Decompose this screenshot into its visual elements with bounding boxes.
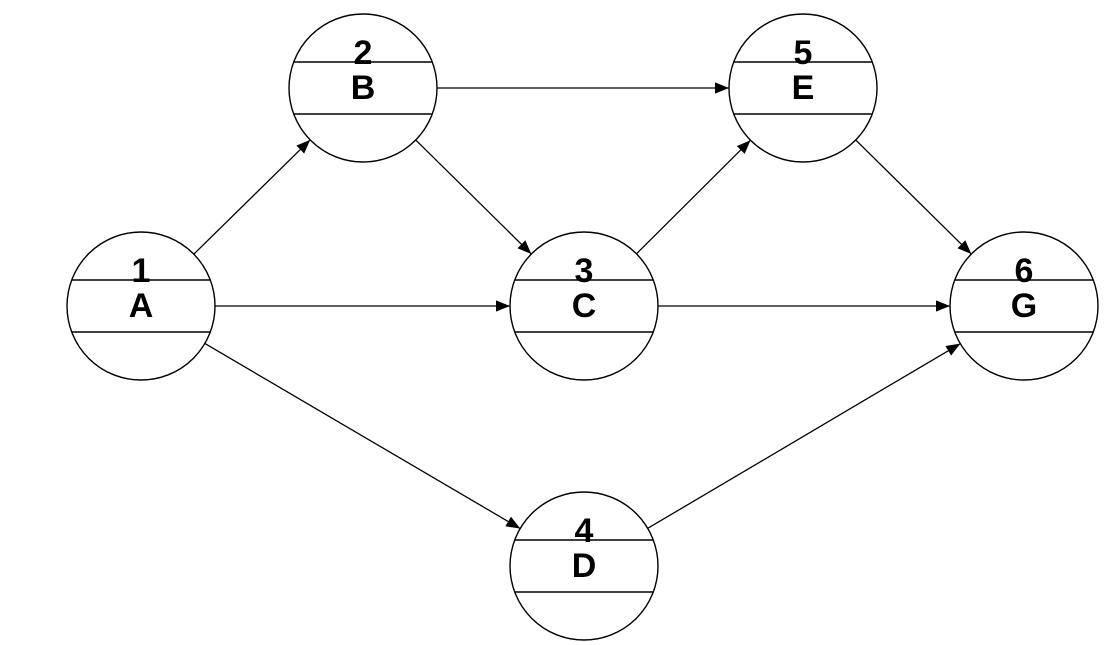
nodes: 1A 2B 3C 4D 5E 6G — [66, 13, 1099, 641]
edge-1-to-4 — [204, 342, 521, 530]
node-circle — [728, 13, 878, 163]
edges — [193, 82, 972, 530]
node-4: 4D — [509, 491, 659, 641]
node-circle — [509, 231, 659, 381]
node-label: B — [351, 69, 376, 107]
node-6: 6G — [949, 231, 1099, 381]
node-number: 6 — [1015, 252, 1034, 290]
node-circle — [66, 231, 216, 381]
edge-4-to-6 — [647, 343, 961, 529]
node-number: 4 — [575, 512, 594, 550]
node-label: A — [129, 287, 154, 325]
node-2: 2B — [288, 13, 438, 163]
node-circle — [949, 231, 1099, 381]
node-label: G — [1011, 287, 1037, 325]
node-label: D — [572, 547, 597, 585]
node-number: 1 — [132, 252, 151, 290]
node-number: 3 — [575, 252, 594, 290]
edge-1-to-2 — [193, 139, 311, 255]
node-number: 2 — [354, 34, 373, 72]
edge-2-to-3 — [415, 139, 532, 255]
edge-3-to-5 — [635, 139, 752, 255]
node-label: C — [572, 287, 597, 325]
node-1: 1A — [66, 231, 216, 381]
node-circle — [288, 13, 438, 163]
node-circle — [509, 491, 659, 641]
edge-5-to-6 — [855, 139, 972, 255]
node-5: 5E — [728, 13, 878, 163]
node-label: E — [792, 69, 815, 107]
node-3: 3C — [509, 231, 659, 381]
node-number: 5 — [794, 34, 813, 72]
